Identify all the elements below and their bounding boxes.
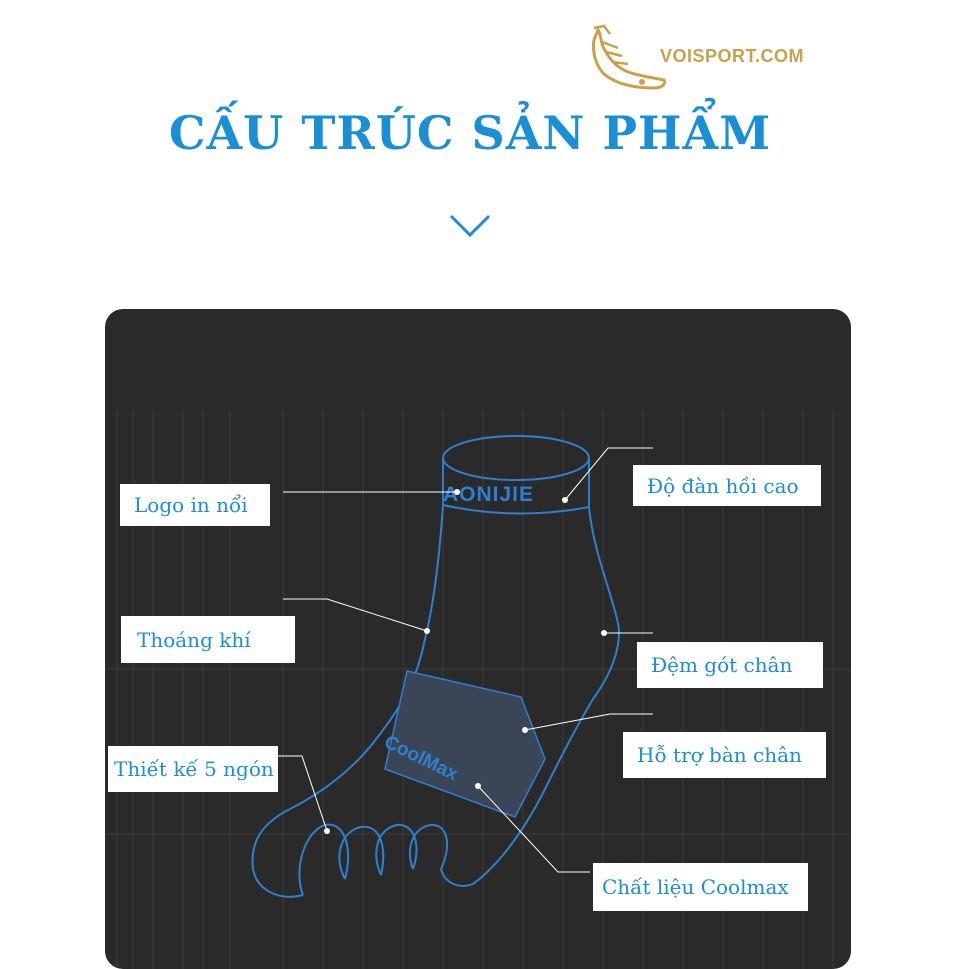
brand-name: VOISPORT.COM [660,46,805,66]
page-title: CẤU TRÚC SẢN PHẨM [168,106,772,160]
brand-logo: VOISPORT.COM [588,22,858,94]
label-elastic: Độ đàn hồi cao [633,465,821,506]
callout-dots [324,489,607,834]
coolmax-band [384,670,546,818]
sock-outline [251,435,620,898]
running-shoe-icon [592,24,666,90]
label-logo: Logo in nổi [120,484,270,526]
label-material: Chất liệu Coolmax [593,863,808,911]
label-support: Hỗ trợ bàn chân [623,732,826,778]
callout-lines [275,447,653,873]
label-breathable: Thoáng khí [121,616,295,663]
label-heel: Đệm gót chân [637,642,823,688]
label-toes: Thiết kế 5 ngón [108,746,278,792]
chevron-down-icon [449,214,491,238]
sock-brand-logo: AONIJIE [443,483,534,506]
